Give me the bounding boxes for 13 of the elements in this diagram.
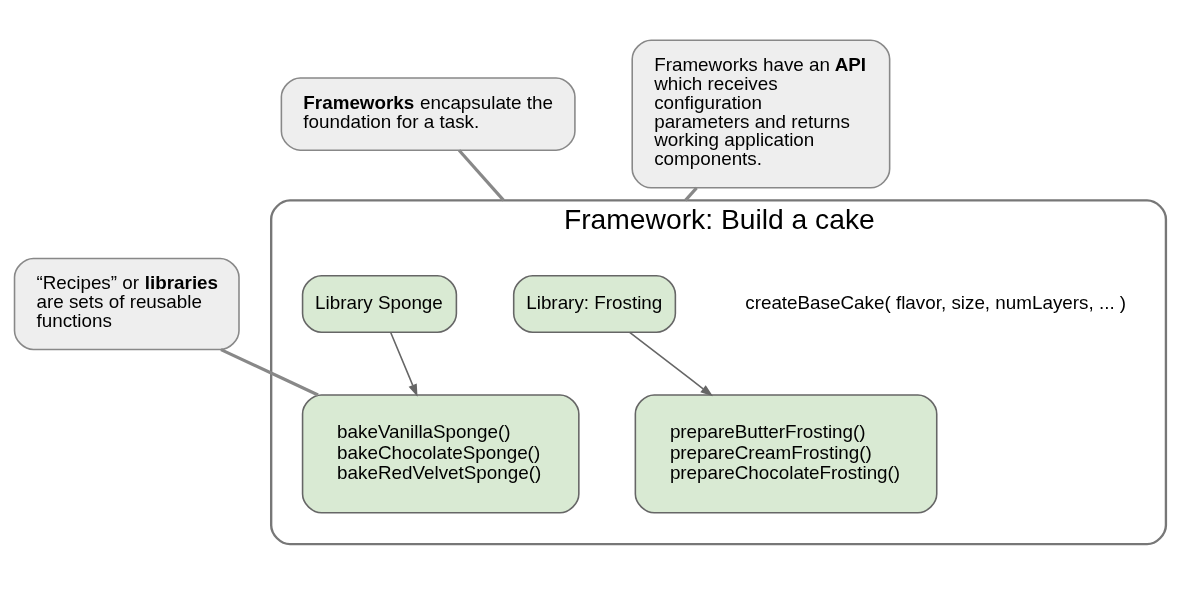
node-box: bakeVanillaSponge() bakeChocolateSponge() bakeRedVelvetSponge(): [301, 394, 580, 514]
node-box: prepareButterFrosting() prepareCreamFrosting() prepareChocolateFrosting(): [634, 394, 938, 514]
arrow: [628, 331, 713, 397]
node-box: Library: Frosting: [512, 274, 677, 334]
connector: [684, 186, 698, 202]
node-box: Library Sponge: [301, 274, 458, 334]
connector: [457, 149, 505, 202]
connector: [220, 348, 319, 397]
label: createBaseCake( flavor, size, numLayers, ... ): [745, 291, 1127, 313]
node-box: “Recipes” or libraries are sets of reusable functions: [13, 257, 240, 351]
arrow: [389, 331, 418, 397]
node-box: Frameworks have an API which receives configuration parameters and returns working application components.: [631, 39, 891, 189]
node-box: Frameworks encapsulate the foundation for a task.: [280, 77, 576, 151]
